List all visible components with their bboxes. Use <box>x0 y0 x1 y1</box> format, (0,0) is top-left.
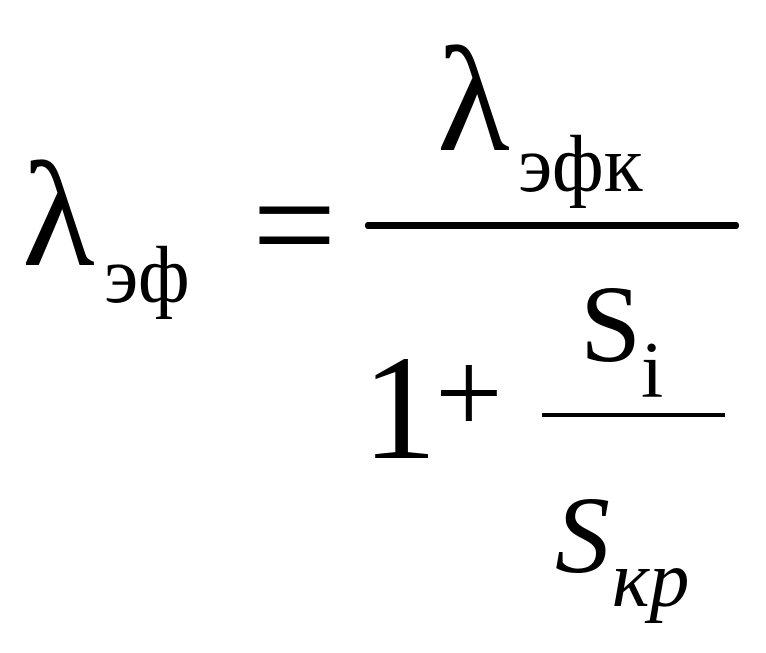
numerator-subscript: эфк <box>518 121 643 209</box>
inner-fraction-bar <box>542 413 725 417</box>
inner-denominator-s: S <box>555 474 610 596</box>
equals-sign: = <box>252 142 337 308</box>
lhs-subscript: эф <box>104 232 190 320</box>
plus-sign: + <box>435 326 503 459</box>
denominator-one: 1 <box>362 325 437 491</box>
numerator-lambda: λ <box>437 17 510 183</box>
main-fraction-bar <box>365 222 739 229</box>
lhs-lambda: λ <box>22 132 95 298</box>
inner-denominator-subscript: кр <box>612 536 690 624</box>
inner-numerator-s: S <box>580 263 642 385</box>
inner-numerator-subscript: i <box>641 327 664 415</box>
